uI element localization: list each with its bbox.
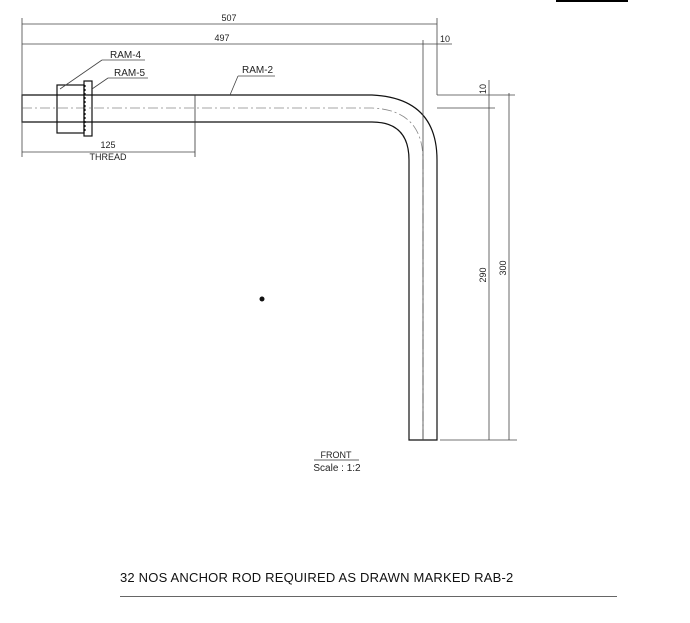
dim-10-horizontal: 10 <box>440 34 450 44</box>
rod-outline <box>21 94 438 441</box>
nut <box>56 80 93 137</box>
view-scale: Scale : 1:2 <box>313 463 361 474</box>
view-title: FRONT <box>321 450 352 460</box>
label-ram-2: RAM-2 <box>242 65 274 76</box>
quantity-note: 32 NOS ANCHOR ROD REQUIRED AS DRAWN MARK… <box>120 570 514 585</box>
dimension-lines <box>21 18 517 441</box>
dim-300: 300 <box>498 260 508 275</box>
dim-507: 507 <box>221 13 236 23</box>
thread-label: THREAD <box>89 152 127 162</box>
dim-290: 290 <box>478 267 488 282</box>
rod-centerline <box>22 107 424 440</box>
dim-125: 125 <box>100 140 115 150</box>
point-marker <box>259 296 265 302</box>
dim-497: 497 <box>214 33 229 43</box>
label-ram-5: RAM-5 <box>114 68 146 79</box>
label-ram-4: RAM-4 <box>110 50 142 61</box>
note-underline <box>120 596 617 597</box>
dim-10-vertical: 10 <box>478 84 488 94</box>
